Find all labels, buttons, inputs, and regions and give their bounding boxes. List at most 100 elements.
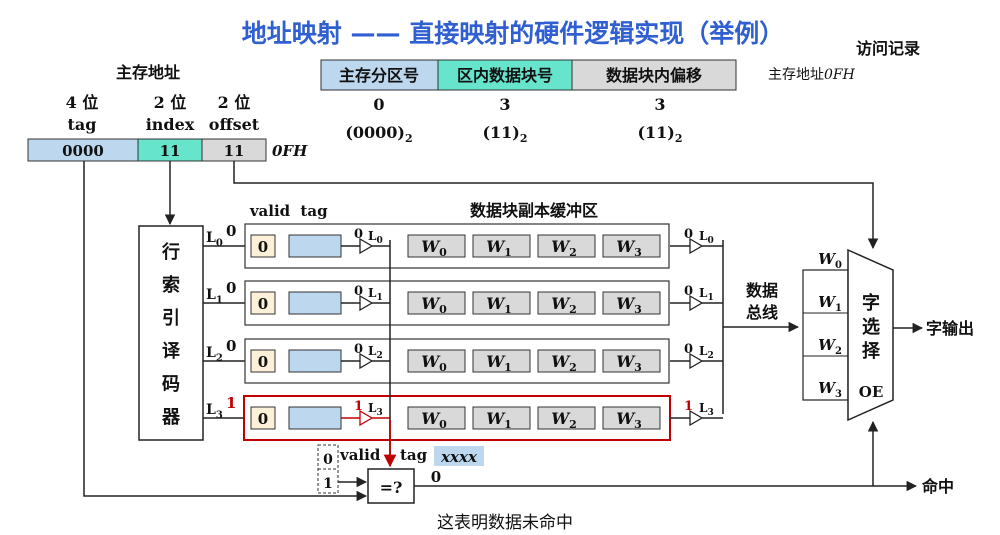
line-label: L0 <box>206 230 223 249</box>
word-selector-mux <box>847 248 894 422</box>
address-hex: 0FH <box>272 142 308 160</box>
index-field-value: 11 <box>160 142 181 160</box>
word-cell <box>472 234 531 258</box>
data-tristate-gate <box>689 237 704 255</box>
tag-field-value: 0000 <box>62 142 104 160</box>
offset-to-selector-line <box>233 161 879 250</box>
selector-char: 字 <box>862 292 880 314</box>
decoder-char: 码 <box>162 374 180 395</box>
tag-field-name: tag <box>68 115 97 134</box>
output-enable-label: OE <box>859 383 884 401</box>
tag-tristate-gate <box>359 409 374 427</box>
word-label: W1 <box>486 409 512 431</box>
index-bits-label: 2 位 <box>154 93 187 112</box>
format-offset-binary: (11)2 <box>637 123 682 145</box>
word-label: W0 <box>421 294 447 316</box>
format-block-value: 3 <box>499 95 510 114</box>
word-cell <box>537 406 596 430</box>
word-label: W2 <box>551 409 577 431</box>
word-selector-label: 字选择 <box>862 292 881 362</box>
word-cell <box>407 349 466 373</box>
valid-column-header: valid <box>249 202 291 220</box>
valid-bit-cell <box>250 291 276 315</box>
word-cell <box>472 349 531 373</box>
line-select-bit: 0 <box>226 279 236 297</box>
output-line-label: L3 <box>699 401 714 418</box>
line-label: L3 <box>206 402 223 421</box>
row-index-decoder <box>138 225 204 441</box>
word-cell <box>472 291 531 315</box>
word-label: W0 <box>421 409 447 431</box>
gate-bit: 0 <box>354 284 363 299</box>
comparator-tag-value-bg <box>434 446 484 466</box>
offset-field-name: offset <box>209 115 260 134</box>
word-cell <box>537 291 596 315</box>
tag-bits-label: 4 位 <box>66 93 99 112</box>
valid-bit-cell <box>250 406 276 430</box>
word-cell <box>407 291 466 315</box>
main-address-label: 主存地址 <box>116 63 180 82</box>
tag-cell <box>288 349 342 373</box>
gate-line-label: L1 <box>368 286 383 303</box>
output-line-label: L0 <box>699 229 714 246</box>
gate-bit: 1 <box>354 399 363 414</box>
comparator-tag-value: xxxx <box>440 448 478 466</box>
data-tristate-gate <box>689 409 704 427</box>
format-partition-label: 主存分区号 <box>339 66 419 85</box>
word-label: W3 <box>616 352 642 374</box>
line-select-bit: 1 <box>226 394 236 412</box>
valid-bit-cell <box>250 234 276 258</box>
decoder-char: 索 <box>162 274 180 296</box>
format-offset-box <box>571 59 737 91</box>
decoder-char: 器 <box>161 407 181 428</box>
valid-bit-value: 0 <box>258 295 268 313</box>
word-cell <box>602 406 661 430</box>
valid-bit-value: 0 <box>258 410 268 428</box>
output-gate-bit: 0 <box>684 342 693 357</box>
gate-line-label: L2 <box>368 344 383 361</box>
decoder-char: 行 <box>161 241 180 263</box>
output-gate-bit: 0 <box>684 284 693 299</box>
tag-cell <box>288 406 342 430</box>
decoder-char: 译 <box>162 341 181 362</box>
access-record-label: 访问记录 <box>856 39 920 58</box>
word-label: W0 <box>421 352 447 374</box>
comparator-tag-label: tag <box>400 446 428 464</box>
valid-bit-0: 0 <box>323 452 333 468</box>
tag-comparator <box>367 468 415 504</box>
output-line-label: L1 <box>699 286 714 303</box>
tag-tristate-gate <box>359 352 374 370</box>
gate-line-label: L0 <box>368 229 383 246</box>
tag-cell <box>288 234 342 258</box>
selector-char: 择 <box>862 340 881 362</box>
offset-bits-label: 2 位 <box>218 93 251 112</box>
valid-bit-1: 1 <box>323 476 333 492</box>
line-select-bit: 0 <box>226 337 236 355</box>
word-label: W3 <box>616 237 642 259</box>
word-label: W1 <box>486 352 512 374</box>
format-block-label: 区内数据块号 <box>457 66 553 85</box>
output-gate-bit: 0 <box>684 227 693 242</box>
word-label: W0 <box>421 237 447 259</box>
format-block-box <box>437 59 573 91</box>
word-label: W3 <box>616 294 642 316</box>
comparator-result-bit: 0 <box>431 468 441 486</box>
format-block-binary: (11)2 <box>482 123 527 145</box>
word-cell <box>407 406 466 430</box>
word-cell <box>472 406 531 430</box>
comparator-valid-label: valid <box>339 446 381 464</box>
tag-tristate-gate <box>359 237 374 255</box>
output-line-label: L2 <box>699 344 714 361</box>
word-cell <box>537 349 596 373</box>
hit-label: 命中 <box>921 477 954 496</box>
valid-bit-value: 0 <box>258 238 268 256</box>
word-label: W2 <box>551 237 577 259</box>
word-label: W2 <box>551 352 577 374</box>
line-label: L2 <box>206 345 223 364</box>
